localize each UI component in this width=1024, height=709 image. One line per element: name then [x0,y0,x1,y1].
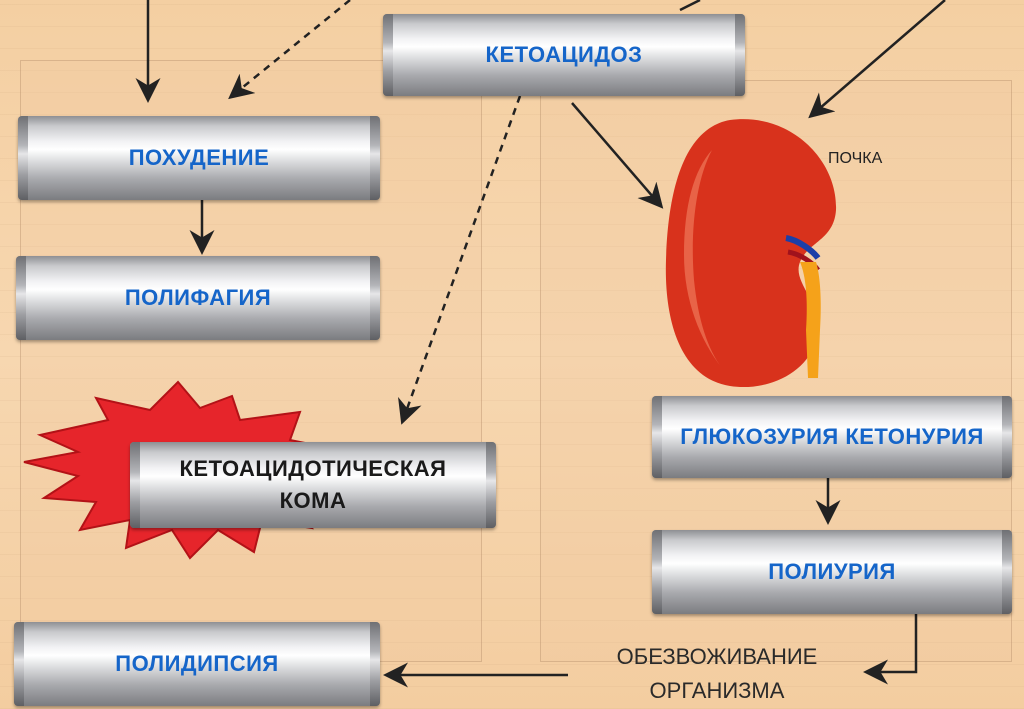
node-polydipsia-label: ПОЛИДИПСИЯ [115,651,279,676]
node-ketoacidosis-label: КЕТОАЦИДОЗ [485,42,643,67]
node-weight-loss-label: ПОХУДЕНИЕ [128,145,270,170]
kidney-label: ПОЧКА [828,150,883,167]
arrow-ketoacidosis-to-kidney [571,102,664,209]
kidney-highlight [684,150,722,368]
arrow-polyuria-to-dehydration [863,614,918,685]
arrow-top-to-ketoacidosis [679,0,701,12]
node-glucosuria-ketonuria: ГЛЮКОЗУРИЯ КЕТОНУРИЯ [652,396,1012,478]
node-polyphagia: ПОЛИФАГИЯ [16,256,380,340]
arrow-top-right-to-kidney [808,0,946,119]
dehydration-label: ОБЕЗВОЖИВАНИЕ ОРГАНИЗМА [572,640,862,708]
kidney-shape [665,119,837,388]
node-polydipsia: ПОЛИДИПСИЯ [14,622,380,706]
dehydration-line1: ОБЕЗВОЖИВАНИЕ [616,644,818,669]
node-polyuria: ПОЛИУРИЯ [652,530,1012,614]
node-glucosuria-label: ГЛЮКОЗУРИЯ КЕТОНУРИЯ [680,424,984,449]
kidney-vessel-blue [785,235,821,260]
node-coma-line1: КЕТОАЦИДОТИЧЕСКАЯ [179,456,447,481]
node-ketoacidotic-coma: КЕТОАЦИДОТИЧЕСКАЯ КОМА [130,442,496,528]
node-weight-loss: ПОХУДЕНИЕ [18,116,380,200]
dehydration-line2: ОРГАНИЗМА [649,678,785,703]
node-polyphagia-label: ПОЛИФАГИЯ [124,285,272,310]
node-coma-line2: КОМА [279,488,347,513]
node-polyuria-label: ПОЛИУРИЯ [768,559,896,584]
arrow-dashed-ketoacidosis-to-coma [398,95,522,425]
arrow-dashed-top-to-weight-loss [228,0,351,100]
ureter [800,262,821,378]
node-ketoacidosis: КЕТОАЦИДОЗ [383,14,745,96]
kidney-illustration [665,119,837,388]
